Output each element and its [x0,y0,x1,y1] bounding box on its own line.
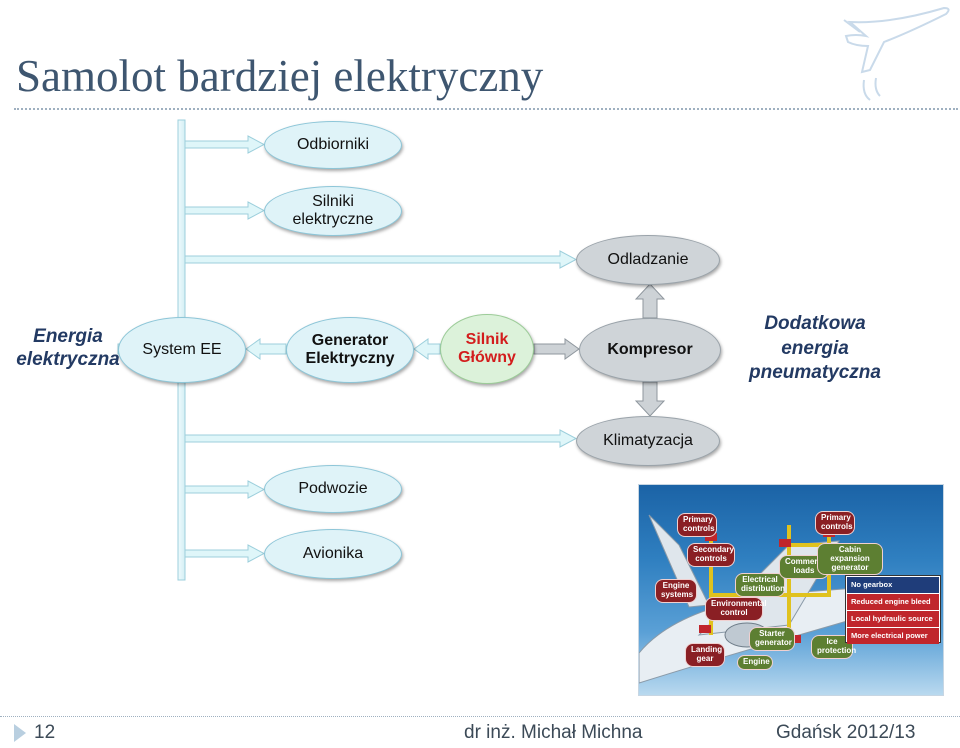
legend-local-hydraulic-source: Local hydraulic source [847,611,939,627]
photo-tag-engine-systems: Engine systems [655,579,697,603]
node-odbiorniki-label: Odbiorniki [296,136,370,154]
legend-no-gearbox: No gearbox [847,577,939,593]
photo-tag-environmental-control: Environmental control [705,597,767,621]
arrow-silnik-to-generator [413,338,441,360]
node-silnik-line2: Główny [458,349,516,366]
photo-tag-engine: Engine [737,655,773,670]
label-dodatkowa-line3: pneumatyczna [749,362,881,384]
footer-triangle-icon [14,724,26,742]
label-energia-line2: elektryczna [16,348,120,370]
photo-tag-electrical-distribution: Electrical distribution [735,573,785,597]
node-silnik-line1: Silnik [465,331,509,349]
photo-tag-starter-generator: Starter generator [749,627,795,651]
node-odbiorniki: Odbiorniki [264,121,402,169]
node-klimatyzacja-label: Klimatyzacja [603,432,693,450]
node-silnik-glowny: Silnik Główny [440,314,534,384]
footer-place-year: Gdańsk 2012/13 [776,722,916,743]
label-energia-elektryczna: Energia elektryczna [8,326,128,372]
airplane-logo-icon [843,6,950,101]
label-energia-line1: Energia [33,326,103,347]
arrow-generator-to-system [245,338,287,360]
label-dodatkowa-line1: Dodatkowa [764,313,866,334]
footer-author: dr inż. Michał Michna [464,722,643,743]
footer-page-number: 12 [34,722,56,743]
footer-divider [0,716,960,718]
bus-arrow-avionika [184,544,266,563]
node-silniki-line2: elektryczne [292,211,374,228]
slide-title: Samolot bardziej elektryczny [16,51,544,101]
node-system-ee-label: System EE [142,341,222,359]
photo-tag-landing-gear: Landing gear [685,643,725,667]
node-generator-line2: Elektryczny [305,350,395,367]
node-avionika: Avionika [264,529,402,579]
photo-tag-cabin-expansion-generator: Cabin expansion generator [817,543,883,576]
legend-more-electrical-power: More electrical power [847,628,939,644]
bus-arrow-odladzanie [184,250,578,269]
photo-tag-secondary-controls: Secondary controls [687,543,735,567]
arrow-kompresor-to-odladzanie [634,283,666,319]
arrow-kompresor-to-klimatyzacja [634,381,666,417]
aircraft-systems-picture: Primary controls Secondary controls Engi… [638,484,944,696]
node-generator-elektryczny: Generator Elektryczny [286,317,414,383]
label-dodatkowa-energia: Dodatkowa energia pneumatyczna [734,312,896,386]
legend-reduced-engine-bleed: Reduced engine bleed [847,594,939,610]
node-klimatyzacja: Klimatyzacja [576,416,720,466]
node-podwozie: Podwozie [264,465,402,513]
node-kompresor-label: Kompresor [607,341,693,359]
photo-tag-ice-protection: Ice protection [811,635,856,659]
photo-legend-box: No gearbox Reduced engine bleed Local hy… [845,575,941,644]
node-generator-line1: Generator [311,332,389,350]
node-kompresor: Kompresor [579,318,721,382]
node-podwozie-label: Podwozie [298,480,368,498]
photo-tag-primary-controls-left: Primary controls [677,513,717,537]
bus-arrow-silniki [184,201,266,220]
node-silniki-elektryczne: Silniki elektryczne [264,186,402,236]
bus-arrow-klimatyzacja [184,429,578,448]
node-odladzanie-label: Odladzanie [607,251,689,269]
node-odladzanie: Odladzanie [576,235,720,285]
arrow-silnik-to-kompresor [533,338,580,360]
bus-arrow-odbiorniki [184,135,266,154]
bus-arrow-podwozie [184,480,266,499]
photo-tag-primary-controls-right: Primary controls [815,511,855,535]
node-avionika-label: Avionika [302,545,364,563]
node-silniki-line1: Silniki [312,193,354,211]
label-dodatkowa-line2: energia [781,337,849,359]
title-divider [14,108,958,110]
node-system-ee: System EE [118,317,246,383]
